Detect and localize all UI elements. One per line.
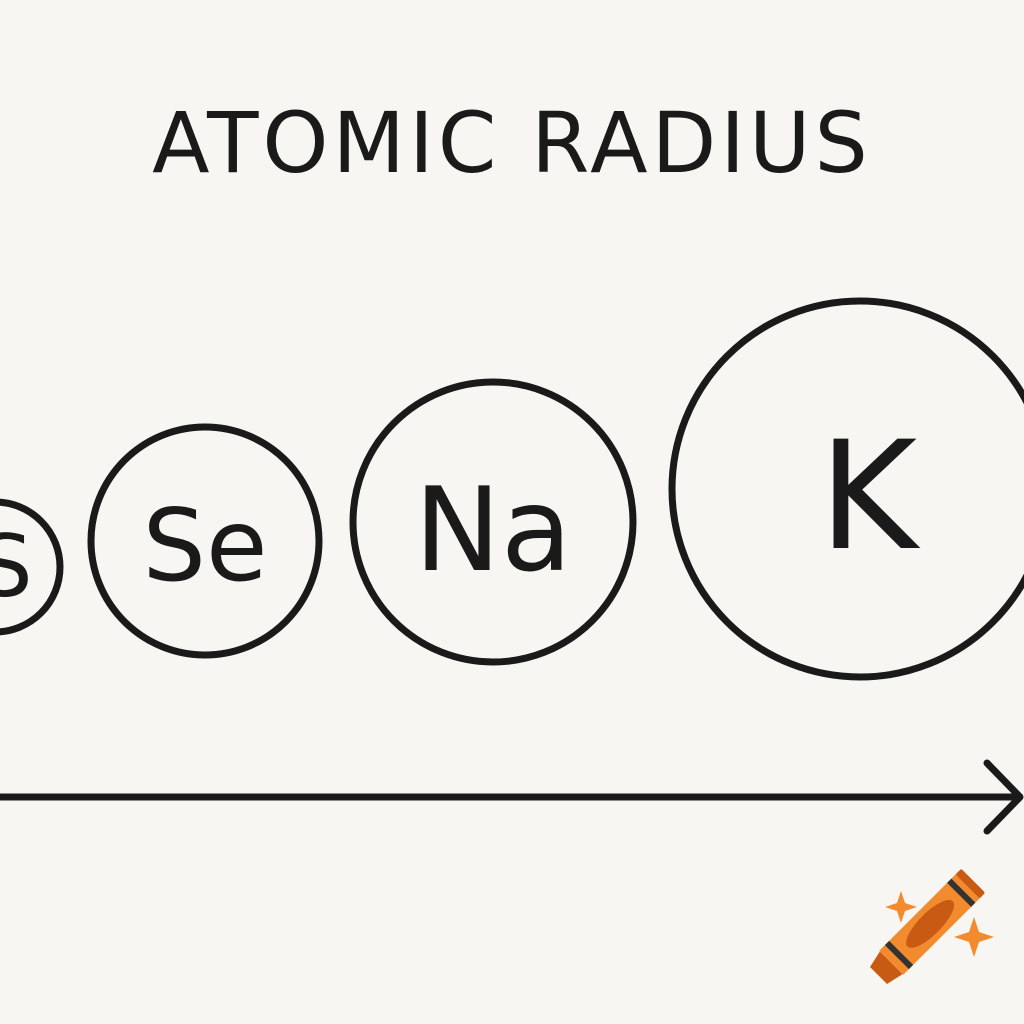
atom-circle-s: [0, 498, 64, 636]
atom-circle-se: [87, 423, 323, 659]
crayon-icon: [870, 869, 994, 984]
title: ATOMIC RADIUS: [152, 94, 872, 192]
atom-label-se: Se: [143, 487, 268, 604]
atom-circle-k: [668, 297, 1024, 681]
atom-circle-na: [349, 378, 637, 666]
atom-label-na: Na: [414, 463, 572, 598]
atom-label-s: S: [0, 517, 33, 617]
atom-label-k: K: [819, 410, 921, 584]
trend-arrow: [0, 759, 1024, 835]
